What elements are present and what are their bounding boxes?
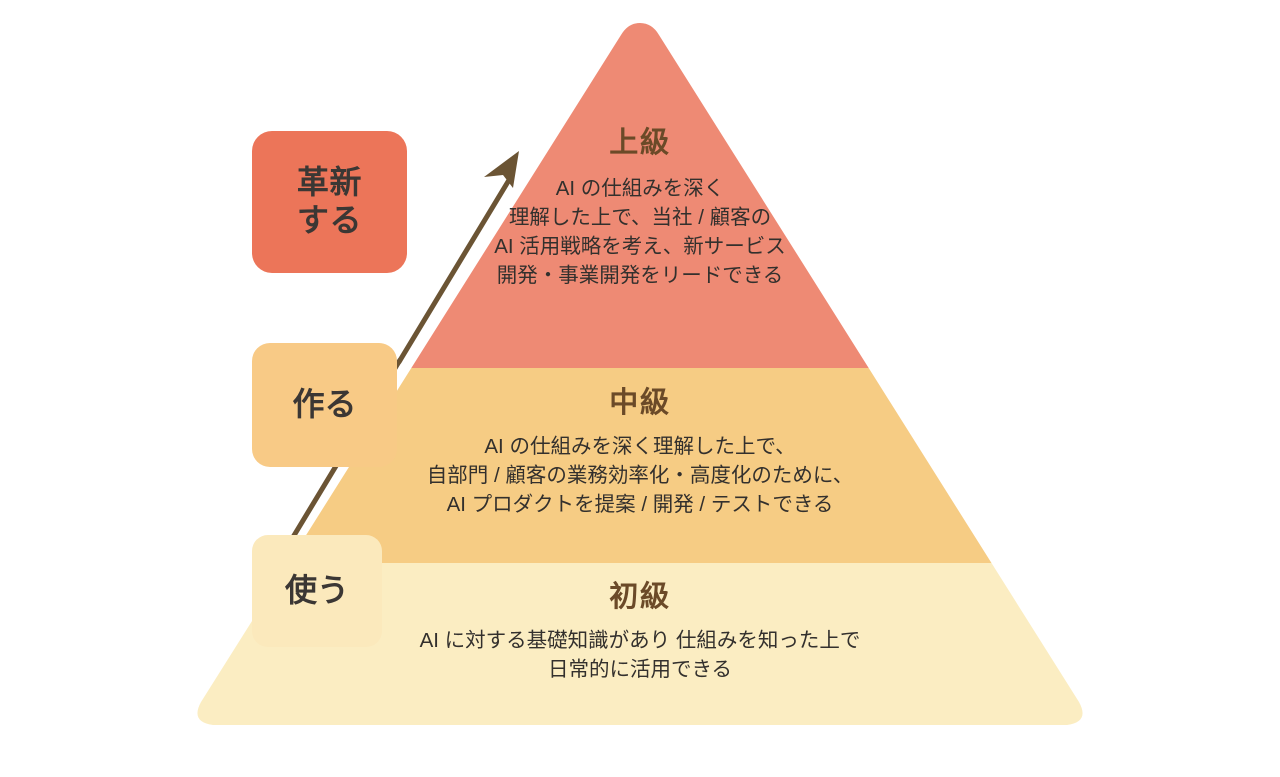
stage-box-build[interactable]: 作る	[252, 343, 397, 467]
stage-box-use-label: 使う	[284, 572, 349, 609]
pyramid-tier-bottom	[197, 563, 1083, 725]
stage-box-build-label: 作る	[292, 386, 357, 423]
stage-box-use[interactable]: 使う	[252, 535, 382, 647]
stage-box-innovate-label-line: 革新	[296, 164, 363, 201]
stage-box-innovate-label-line: する	[296, 202, 363, 238]
pyramid-tier-middle	[197, 368, 1083, 563]
stage-box-innovate-label: 革新 する	[297, 164, 362, 240]
pyramid-tier-top	[197, 23, 1083, 368]
stage-box-innovate[interactable]: 革新 する	[252, 131, 407, 273]
